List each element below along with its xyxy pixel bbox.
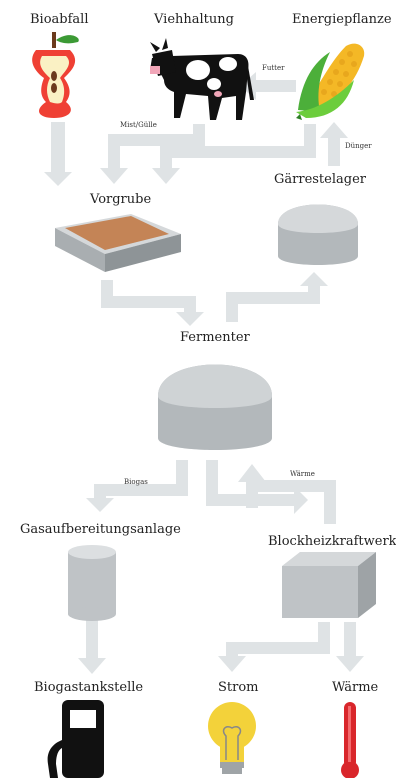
label-fermenter: Fermenter bbox=[180, 330, 250, 345]
edge-label-biogas: Biogas bbox=[124, 478, 148, 486]
arrow-bioabfall-vorgrube bbox=[51, 122, 65, 172]
label-bhkw: Blockheizkraftwerk bbox=[268, 534, 396, 549]
arrow-futter bbox=[256, 80, 296, 92]
label-strom: Strom bbox=[218, 680, 259, 695]
label-gaerrestelager: Gärrestelager bbox=[274, 172, 366, 187]
edge-label-futter: Futter bbox=[262, 64, 285, 72]
arrow-gas-tankstelle bbox=[86, 612, 98, 660]
arrow-bhkw-waerme bbox=[344, 622, 356, 656]
label-bioabfall: Bioabfall bbox=[30, 12, 89, 27]
label-biogastankstelle: Biogastankstelle bbox=[34, 680, 144, 695]
label-energiepflanze: Energiepflanze bbox=[292, 12, 392, 27]
label-viehhaltung: Viehhaltung bbox=[154, 12, 234, 27]
label-waerme: Wärme bbox=[332, 680, 379, 695]
arrow-duenger bbox=[328, 136, 340, 166]
edge-label-waerme: Wärme bbox=[290, 470, 315, 478]
edge-label-duenger: Dünger bbox=[345, 142, 372, 150]
label-vorgrube: Vorgrube bbox=[90, 192, 152, 207]
edge-label-mist: Mist/Gülle bbox=[120, 121, 157, 129]
label-gasaufbereitung: Gasaufbereitungsanlage bbox=[20, 522, 181, 537]
